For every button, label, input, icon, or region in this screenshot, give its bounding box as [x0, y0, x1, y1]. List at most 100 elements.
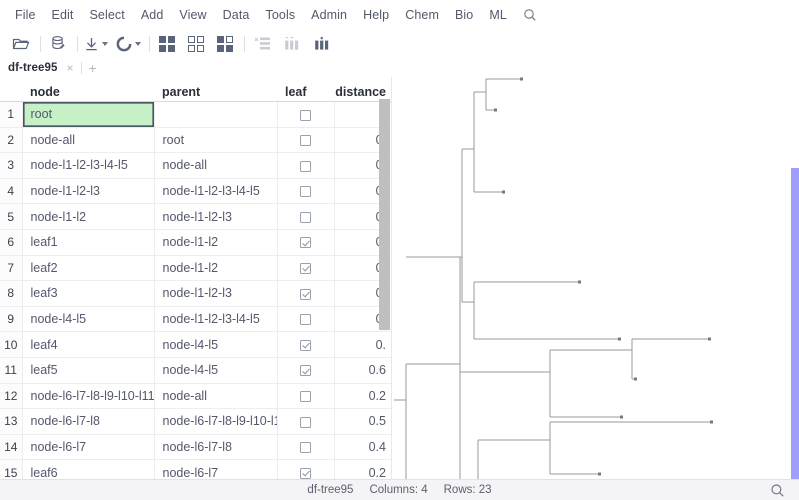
- cell-distance[interactable]: 0.2: [334, 383, 391, 410]
- cell-leaf[interactable]: [277, 178, 335, 205]
- column-header-distance[interactable]: distance: [334, 77, 391, 102]
- row-number-cell[interactable]: 8: [0, 280, 23, 307]
- cell-parent[interactable]: node-l1-l2-l3-l4-l5: [154, 178, 278, 205]
- cell-distance[interactable]: 0.2: [334, 459, 391, 479]
- menu-edit[interactable]: Edit: [51, 7, 74, 22]
- cell-node[interactable]: leaf5: [22, 357, 155, 384]
- row-number-cell[interactable]: 9: [0, 306, 23, 333]
- row-number-cell[interactable]: 2: [0, 127, 23, 154]
- menu-add[interactable]: Add: [140, 7, 164, 22]
- list-layout-icon[interactable]: [251, 33, 273, 55]
- row-number-cell[interactable]: 15: [0, 459, 23, 479]
- cell-leaf[interactable]: [277, 357, 335, 384]
- chevron-down-icon[interactable]: [135, 41, 141, 46]
- chevron-down-icon[interactable]: [102, 41, 108, 46]
- checkbox-unchecked-icon[interactable]: [300, 186, 311, 198]
- column-header-parent[interactable]: parent: [154, 77, 277, 102]
- cell-parent[interactable]: node-l4-l5: [154, 331, 278, 358]
- search-icon[interactable]: [521, 6, 539, 24]
- cell-parent[interactable]: node-l1-l2-l3: [154, 203, 278, 230]
- bar-chart-icon[interactable]: [281, 33, 303, 55]
- cell-node[interactable]: node-l6-l7: [22, 434, 155, 461]
- mixed-view-icon[interactable]: [214, 33, 236, 55]
- cell-leaf[interactable]: [277, 229, 335, 256]
- refresh-icon[interactable]: [116, 33, 141, 55]
- cell-leaf[interactable]: [277, 255, 335, 282]
- menu-ml[interactable]: ML: [489, 7, 507, 22]
- menu-admin[interactable]: Admin: [311, 7, 348, 22]
- menu-view[interactable]: View: [179, 7, 207, 22]
- checkbox-unchecked-icon[interactable]: [300, 442, 311, 454]
- add-tab-icon[interactable]: +: [88, 59, 97, 76]
- cell-node[interactable]: node-l6-l7-l8: [22, 408, 155, 435]
- cell-node[interactable]: node-l1-l2-l3: [22, 178, 155, 205]
- row-number-cell[interactable]: 5: [0, 203, 23, 230]
- row-number-cell[interactable]: 13: [0, 408, 23, 435]
- search-icon[interactable]: [770, 483, 785, 498]
- cell-node[interactable]: node-all: [22, 127, 155, 154]
- grid-vertical-scrollbar-thumb[interactable]: [379, 99, 390, 330]
- cell-leaf[interactable]: [277, 383, 335, 410]
- cell-parent[interactable]: node-l1-l2: [154, 229, 278, 256]
- row-number-cell[interactable]: 3: [0, 152, 23, 179]
- checkbox-checked-icon[interactable]: [300, 263, 311, 275]
- cell-leaf[interactable]: [277, 127, 335, 154]
- cell-node[interactable]: node-l6-l7-l8-l9-l10-l11: [22, 383, 155, 410]
- row-number-cell[interactable]: 4: [0, 178, 23, 205]
- cell-node[interactable]: root: [22, 101, 155, 128]
- cell-leaf[interactable]: [277, 280, 335, 307]
- checkbox-checked-icon[interactable]: [300, 288, 311, 300]
- checkbox-checked-icon[interactable]: [300, 339, 311, 351]
- menu-file[interactable]: File: [15, 7, 36, 22]
- connect-database-icon[interactable]: [47, 33, 69, 55]
- row-number-cell[interactable]: 14: [0, 434, 23, 461]
- row-number-cell[interactable]: 1: [0, 101, 23, 128]
- column-header-leaf[interactable]: leaf: [277, 77, 334, 102]
- cell-parent[interactable]: node-l1-l2-l3-l4-l5: [154, 306, 278, 333]
- cell-leaf[interactable]: [277, 101, 335, 128]
- row-number-cell[interactable]: 11: [0, 357, 23, 384]
- cell-node[interactable]: leaf3: [22, 280, 155, 307]
- cell-node[interactable]: leaf1: [22, 229, 155, 256]
- dendrogram-panel[interactable]: [392, 77, 799, 479]
- tree-vertical-scrollbar-thumb[interactable]: [791, 168, 799, 479]
- cell-parent[interactable]: node-l6-l7-l8: [154, 434, 278, 461]
- cell-leaf[interactable]: [277, 306, 335, 333]
- cell-leaf[interactable]: [277, 459, 335, 479]
- checkbox-unchecked-icon[interactable]: [300, 109, 311, 121]
- cell-parent[interactable]: node-l4-l5: [154, 357, 278, 384]
- checkbox-checked-icon[interactable]: [300, 467, 311, 479]
- checkbox-unchecked-icon[interactable]: [300, 416, 311, 428]
- menu-select[interactable]: Select: [89, 7, 125, 22]
- tab-df-tree95[interactable]: df-tree95: [8, 61, 58, 74]
- checkbox-checked-icon[interactable]: [300, 365, 311, 377]
- row-number-cell[interactable]: 10: [0, 331, 23, 358]
- cell-parent[interactable]: node-l6-l7: [154, 459, 278, 479]
- menu-chem[interactable]: Chem: [405, 7, 439, 22]
- cell-distance[interactable]: 0.5: [334, 408, 391, 435]
- cell-node[interactable]: node-l1-l2-l3-l4-l5: [22, 152, 155, 179]
- menu-bio[interactable]: Bio: [454, 7, 474, 22]
- download-icon[interactable]: [84, 33, 108, 55]
- cell-leaf[interactable]: [277, 408, 335, 435]
- cell-leaf[interactable]: [277, 152, 335, 179]
- menu-help[interactable]: Help: [363, 7, 390, 22]
- row-number-cell[interactable]: 12: [0, 383, 23, 410]
- cell-distance[interactable]: 0.: [334, 331, 391, 358]
- cell-node[interactable]: node-l4-l5: [22, 306, 155, 333]
- cell-parent[interactable]: node-all: [154, 383, 278, 410]
- checkbox-unchecked-icon[interactable]: [300, 391, 311, 403]
- cell-distance[interactable]: 0.4: [334, 434, 391, 461]
- row-number-cell[interactable]: 7: [0, 255, 23, 282]
- cell-leaf[interactable]: [277, 203, 335, 230]
